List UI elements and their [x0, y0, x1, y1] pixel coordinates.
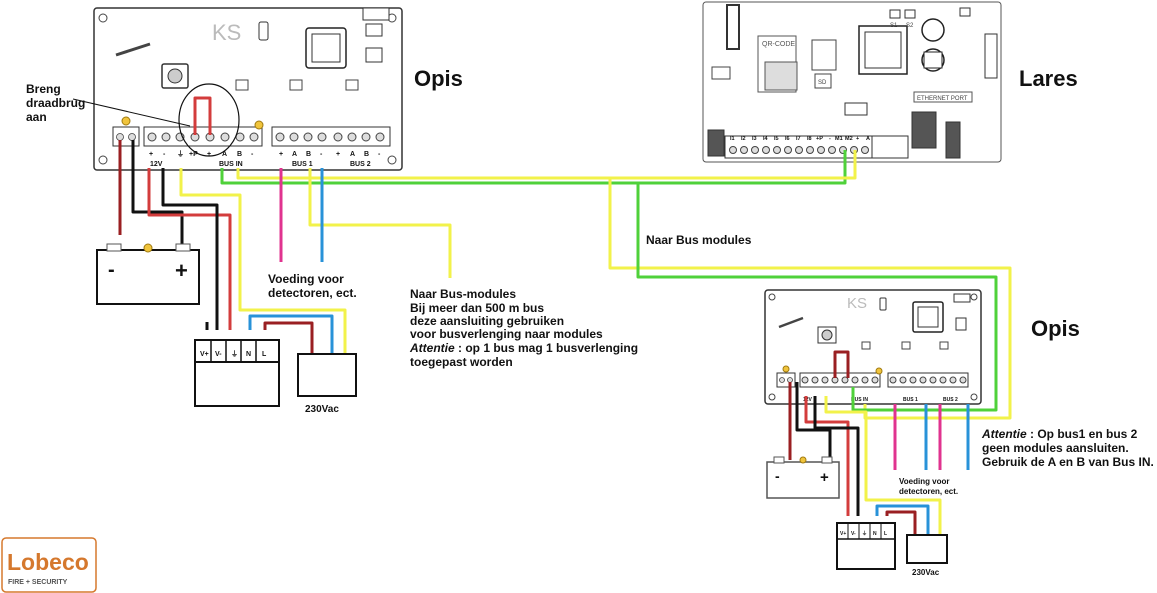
- s1-label: S1: [890, 23, 898, 29]
- svg-text:+: +: [279, 151, 283, 158]
- opis-top-bus2-label: BUS 2: [350, 161, 371, 168]
- opis-bottom-bus2-label: BUS 2: [943, 397, 958, 403]
- svg-text:voor busverlenging naar module: voor busverlenging naar modules: [410, 327, 603, 341]
- voeding-note-2: detectoren, ect.: [268, 286, 357, 300]
- psu-bottom-earth: ⏚: [862, 530, 867, 537]
- lares-term-i1: I1: [730, 136, 735, 142]
- svg-text:B: B: [237, 151, 242, 158]
- opis-top-title: Opis: [414, 66, 463, 91]
- svg-text:+: +: [336, 151, 340, 158]
- lobeco-logo: Lobeco FIRE + SECURITY: [1, 537, 97, 593]
- ks-logo-top: KS: [212, 20, 241, 45]
- voeding-small-1: Voeding voor: [899, 477, 950, 486]
- lares-term-i2: I2: [741, 136, 746, 142]
- psu-bottom-n: N: [873, 531, 877, 537]
- lares-term-i7: I7: [796, 136, 801, 142]
- psu-bottom-vplus: V+: [840, 531, 846, 537]
- s2-label: S2: [906, 23, 914, 29]
- attentie-note: Attentie : Op bus1 en bus 2 geen modules…: [981, 427, 1154, 469]
- opis-bottom-title: Opis: [1031, 316, 1080, 341]
- svg-text:aan: aan: [26, 110, 47, 124]
- battery-bottom-plus: +: [820, 469, 829, 486]
- psu-bottom-vminus: V-: [851, 531, 856, 537]
- battery-top: - +: [96, 243, 200, 305]
- lares-term-m2: M2: [845, 136, 853, 142]
- lares-term-m1: M1: [835, 136, 843, 142]
- voeding-note-1: Voeding voor: [268, 272, 344, 286]
- vac-top: 230Vac: [297, 353, 357, 415]
- svg-text:A: A: [350, 151, 355, 158]
- svg-text:-: -: [320, 151, 323, 158]
- lares-term-p: +P: [816, 136, 823, 142]
- jumper-note: Breng draadbrug aan: [26, 82, 191, 127]
- ks-logo-bottom: KS: [847, 295, 867, 312]
- svg-text:A: A: [222, 151, 227, 158]
- battery-bottom-minus: -: [775, 468, 780, 484]
- lares-term-a: A: [866, 136, 870, 142]
- lares-board: QR-CODE SD S1 S2 ETHERNET PORT: [702, 1, 1002, 163]
- vac-bottom: 230Vac: [906, 534, 948, 577]
- svg-text:⏚: ⏚: [177, 150, 184, 158]
- svg-text:Naar Bus-modules: Naar Bus-modules: [410, 287, 516, 301]
- svg-text:Attentie : Op bus1 en bus 2: Attentie : Op bus1 en bus 2: [981, 427, 1138, 441]
- naar-bus-note: Naar Bus modules: [646, 233, 752, 247]
- battery-top-minus: -: [108, 259, 115, 281]
- svg-text:Gebruik de A en B van Bus IN.: Gebruik de A en B van Bus IN.: [982, 455, 1154, 469]
- psu-top-earth: ⏚: [231, 350, 238, 358]
- svg-text:FIRE + SECURITY: FIRE + SECURITY: [8, 579, 68, 586]
- lares-title: Lares: [1019, 66, 1078, 91]
- svg-text:+: +: [207, 151, 211, 158]
- wires-bottom: [788, 382, 970, 538]
- svg-text:+: +: [149, 151, 153, 158]
- svg-text:-: -: [163, 151, 166, 158]
- svg-text:A: A: [292, 151, 297, 158]
- lares-term-i5: I5: [774, 136, 779, 142]
- qr-code-label: QR-CODE: [762, 41, 795, 48]
- lares-term-i6: I6: [785, 136, 790, 142]
- opis-top-bus1-label: BUS 1: [292, 161, 313, 168]
- svg-text:Lobeco: Lobeco: [7, 549, 89, 575]
- lares-term-minus: -: [829, 136, 831, 142]
- svg-text:Attentie : op 1 bus mag 1 busv: Attentie : op 1 bus mag 1 busverlenging: [409, 341, 638, 355]
- svg-text:-: -: [251, 151, 254, 158]
- svg-text:B: B: [306, 151, 311, 158]
- bus-modules-note: Naar Bus-modules Bij meer dan 500 m bus …: [409, 287, 638, 369]
- psu-bottom: V+ V- ⏚ N L: [836, 522, 896, 570]
- lares-term-i8: I8: [807, 136, 812, 142]
- lares-term-i4: I4: [763, 136, 769, 142]
- opis-bottom-12v-label: 12V: [803, 397, 813, 403]
- svg-text:Breng: Breng: [26, 82, 61, 96]
- opis-top-board: KS: [93, 7, 403, 171]
- svg-text:230Vac: 230Vac: [912, 568, 940, 577]
- lares-term-i3: I3: [752, 136, 757, 142]
- svg-text:draadbrug: draadbrug: [26, 96, 85, 110]
- voeding-small-2: detectoren, ect.: [899, 487, 958, 496]
- battery-top-plus: +: [175, 258, 188, 283]
- opis-top-busin-label: BUS IN: [219, 161, 243, 168]
- svg-text:B: B: [364, 151, 369, 158]
- psu-top-vminus: V-: [215, 351, 222, 358]
- psu-top-l: L: [262, 351, 267, 358]
- opis-top-12v-label: 12V: [150, 161, 163, 168]
- sd-label: SD: [818, 80, 827, 86]
- psu-top-n: N: [246, 351, 251, 358]
- lares-term-plus: +: [856, 136, 859, 142]
- svg-text:+P: +P: [189, 151, 198, 158]
- svg-text:-: -: [378, 151, 381, 158]
- svg-text:deze aansluiting gebruiken: deze aansluiting gebruiken: [410, 314, 564, 328]
- psu-top: V+ V- ⏚ N L: [194, 339, 280, 407]
- opis-bottom-busin-label: BUS IN: [851, 397, 868, 403]
- svg-text:geen modules aansluiten.: geen modules aansluiten.: [982, 441, 1129, 455]
- psu-top-vplus: V+: [200, 351, 209, 358]
- psu-bottom-l: L: [884, 531, 887, 537]
- battery-bottom: - +: [766, 456, 840, 499]
- opis-bottom-bus1-label: BUS 1: [903, 397, 918, 403]
- svg-text:Bij meer dan 500 m bus: Bij meer dan 500 m bus: [410, 301, 544, 315]
- opis-bottom-board: KS 12V BUS IN BUS 1: [764, 289, 982, 405]
- svg-text:toegepast worden: toegepast worden: [410, 355, 513, 369]
- svg-text:230Vac: 230Vac: [305, 404, 339, 415]
- ethernet-label: ETHERNET PORT: [917, 96, 968, 102]
